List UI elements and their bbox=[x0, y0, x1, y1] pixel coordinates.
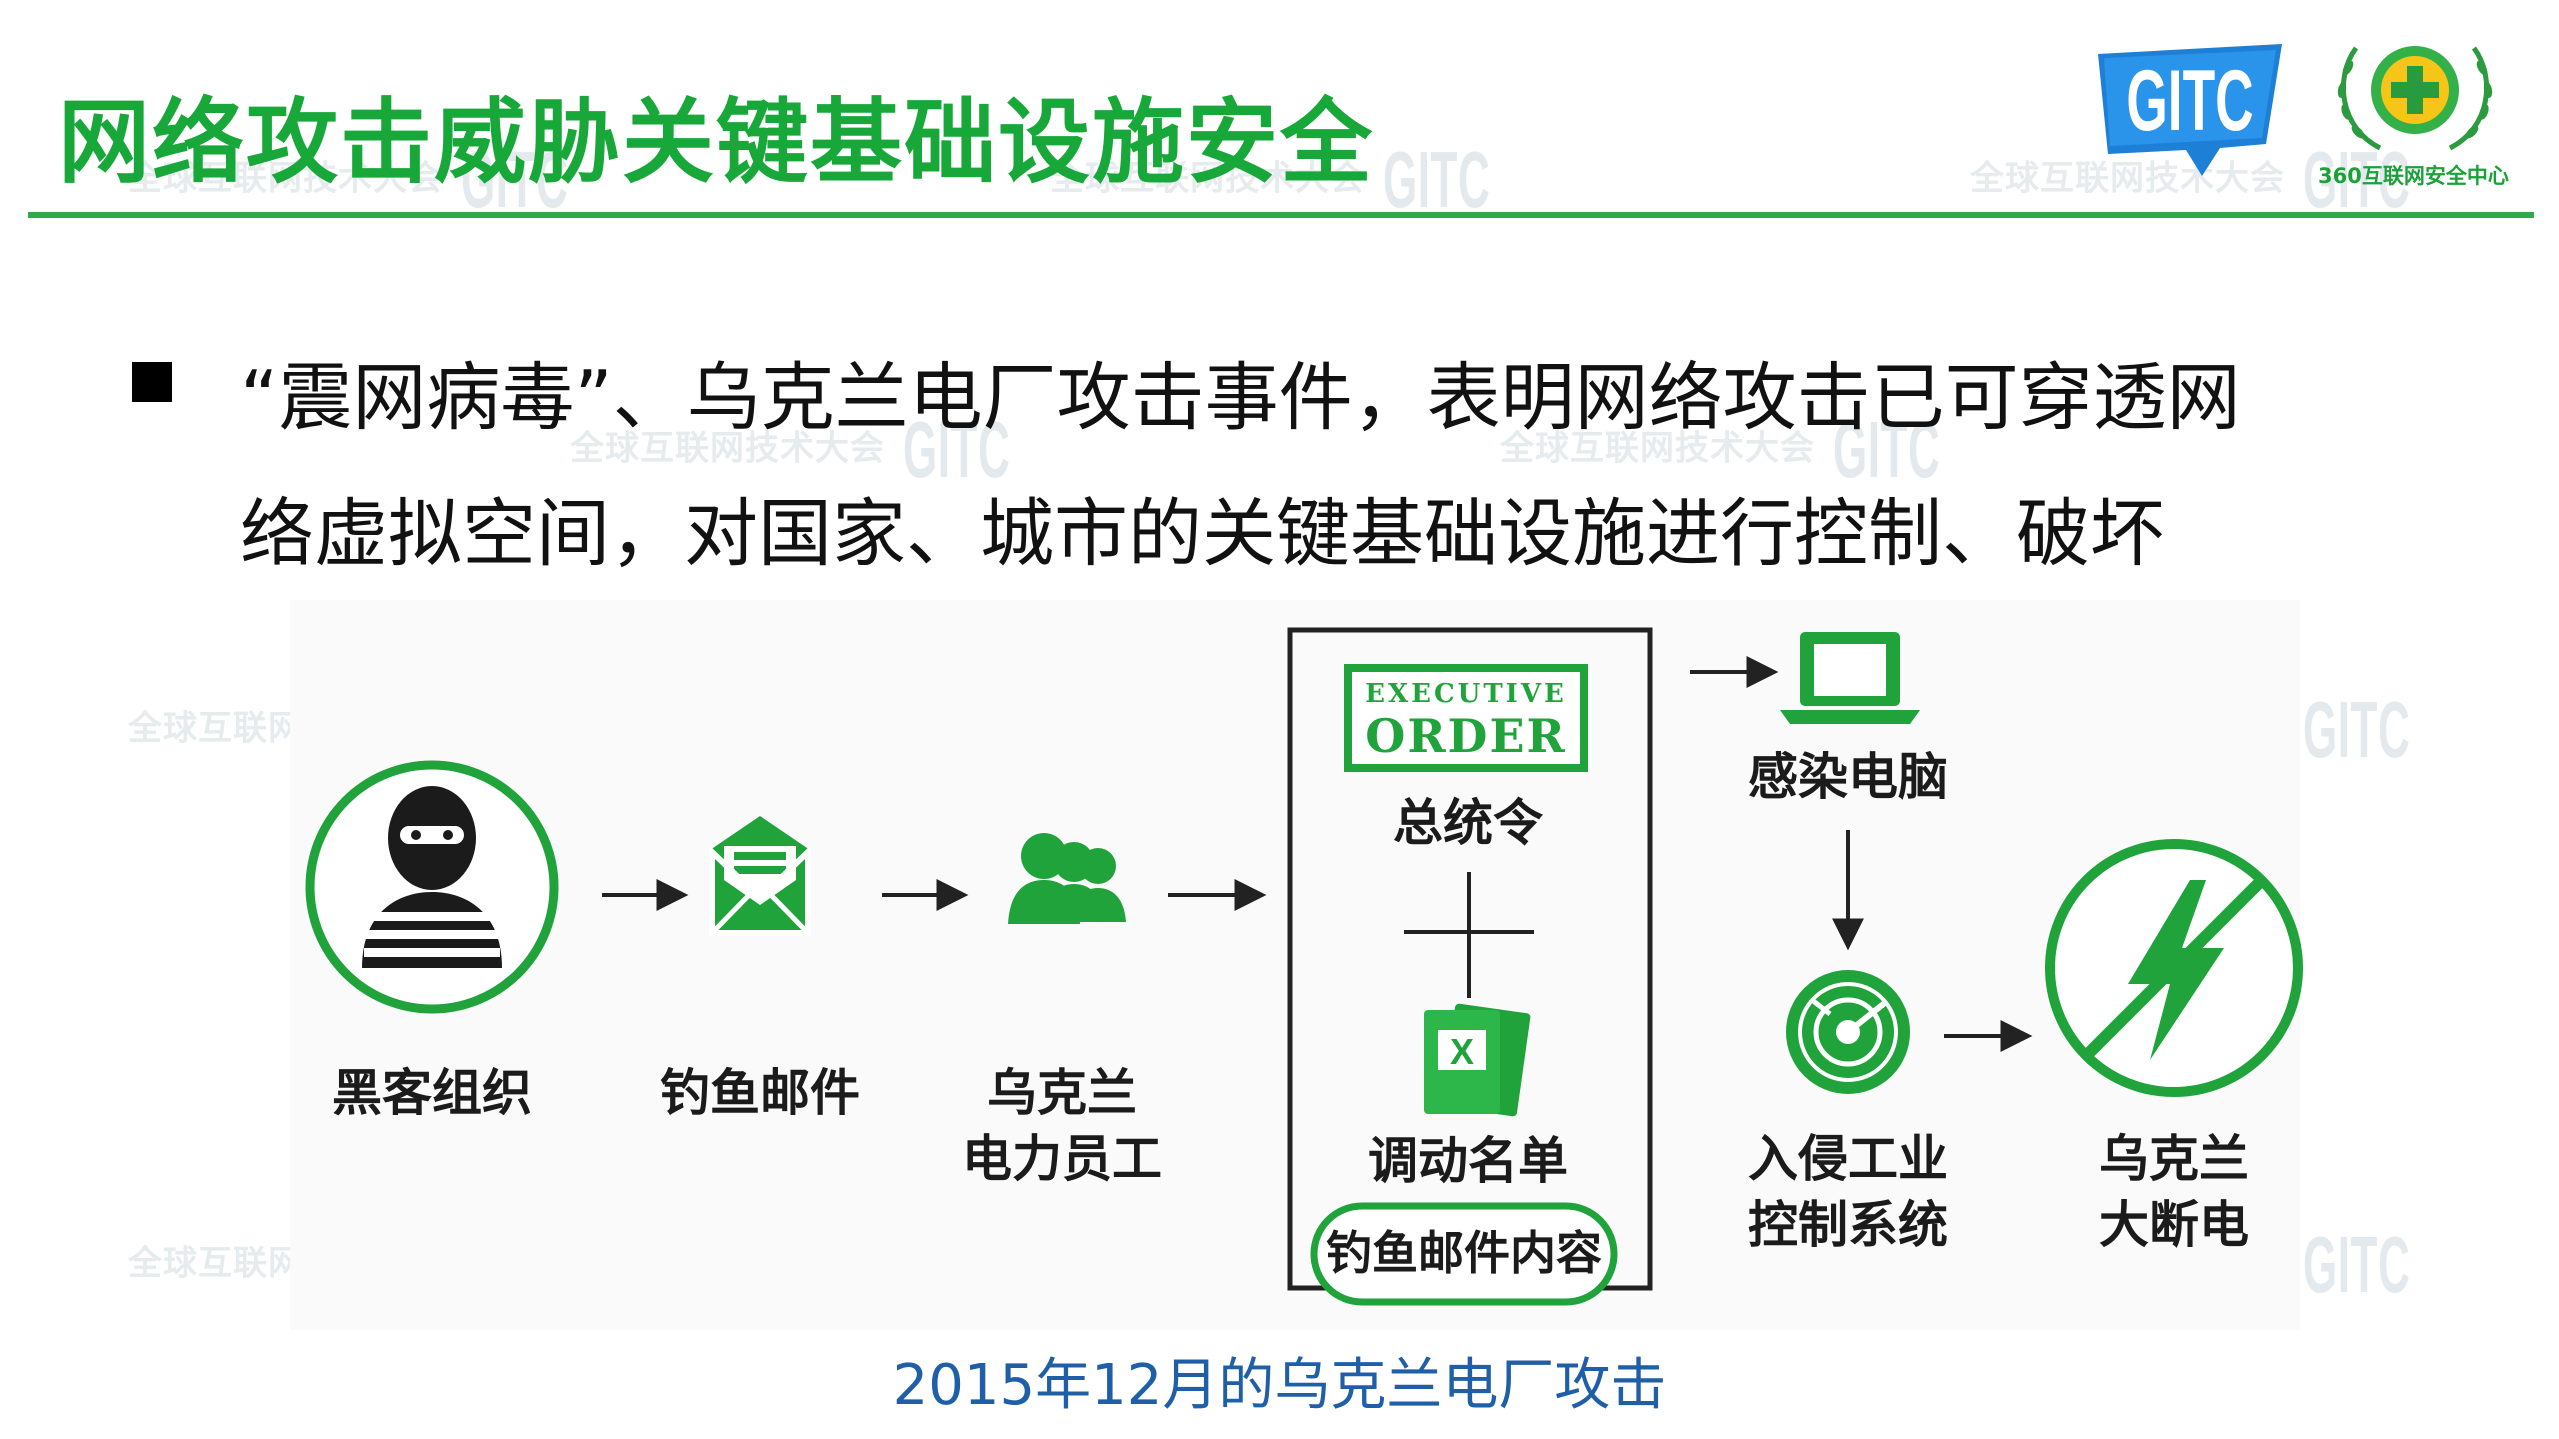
bullet-line-1: “震网病毒”、乌克兰电厂攻击事件，表明网络攻击已可穿透网 bbox=[240, 355, 2241, 441]
executive-order-badge: EXECUTIVE ORDER bbox=[1344, 664, 1588, 772]
gitc-logo: GITC bbox=[2090, 40, 2290, 184]
node-label-blackout-line2: 大断电 bbox=[2099, 1196, 2249, 1254]
executive-order-line1: EXECUTIVE bbox=[1365, 679, 1567, 709]
node-label-hacker: 黑客组织 bbox=[332, 1064, 532, 1122]
no-power-icon bbox=[2045, 839, 2303, 1097]
node-label-ics-line2: 控制系统 bbox=[1748, 1196, 1948, 1254]
diagram-background bbox=[290, 600, 2300, 1330]
industrial-control-icon bbox=[1786, 970, 1910, 1094]
node-label-transfer-list: 调动名单 bbox=[1368, 1132, 1568, 1190]
diagram-caption: 2015年12月的乌克兰电厂攻击 bbox=[892, 1353, 1667, 1418]
org360-logo-text: 360互联网安全中心 bbox=[2318, 164, 2509, 188]
gitc-logo-text: GITC bbox=[2126, 53, 2253, 149]
node-label-ics-line1: 入侵工业 bbox=[1748, 1130, 1948, 1188]
executive-order-line2: ORDER bbox=[1365, 709, 1566, 763]
slide-title: 网络攻击威胁关键基础设施安全 bbox=[58, 89, 1375, 196]
svg-text:X: X bbox=[1450, 1031, 1474, 1072]
employees-icon bbox=[1008, 833, 1126, 924]
node-label-employees-line2: 电力员工 bbox=[962, 1130, 1162, 1188]
laptop-icon bbox=[1780, 632, 1920, 724]
phishing-content-pill bbox=[1310, 1202, 1618, 1306]
node-label-infected-pc: 感染电脑 bbox=[1748, 748, 1948, 806]
spreadsheet-icon: X bbox=[1424, 1003, 1531, 1117]
node-label-employees-line1: 乌克兰 bbox=[987, 1064, 1137, 1122]
org360-logo bbox=[2320, 28, 2510, 172]
node-label-blackout-line1: 乌克兰 bbox=[2099, 1130, 2249, 1188]
node-label-president-order: 总统令 bbox=[1393, 794, 1543, 852]
bullet-line-2: 络虚拟空间，对国家、城市的关键基础设施进行控制、破坏 bbox=[240, 491, 2164, 577]
title-divider bbox=[28, 212, 2534, 218]
envelope-icon bbox=[709, 816, 811, 936]
bullet-text: “震网病毒”、乌克兰电厂攻击事件，表明网络攻击已可穿透网 络虚拟空间，对国家、城… bbox=[240, 330, 2420, 602]
hacker-icon bbox=[305, 760, 559, 1014]
node-label-phishing-mail: 钓鱼邮件 bbox=[660, 1064, 860, 1122]
bullet-marker bbox=[132, 362, 172, 402]
node-label-phishing-content: 钓鱼邮件内容 bbox=[1326, 1226, 1602, 1280]
